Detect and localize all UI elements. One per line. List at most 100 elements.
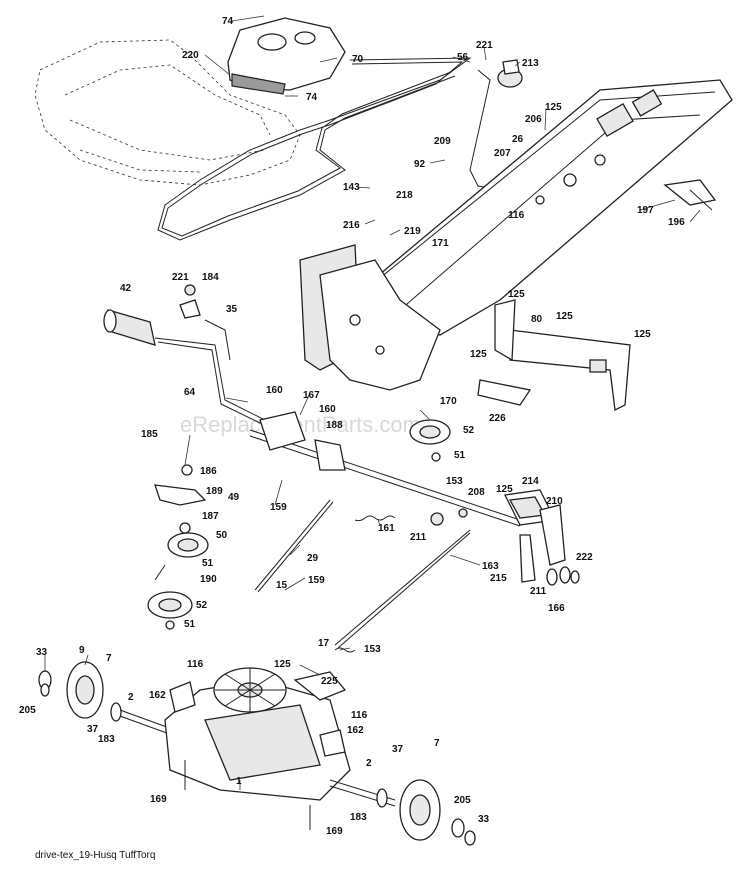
callout: 159 (270, 502, 287, 513)
callout: 52 (196, 600, 208, 611)
callout: 17 (318, 638, 330, 649)
callout: 160 (266, 385, 283, 396)
callout: 92 (414, 159, 426, 170)
callout: 42 (120, 283, 132, 294)
callout: 159 (308, 575, 325, 586)
callout: 210 (546, 496, 563, 507)
callout: 33 (478, 814, 490, 825)
callout: 37 (87, 724, 99, 735)
callout: 211 (530, 586, 547, 597)
callout: 183 (98, 734, 115, 745)
callout: 51 (454, 450, 466, 461)
callout: 215 (490, 573, 507, 584)
callout: 183 (350, 812, 367, 823)
callout: 52 (463, 425, 475, 436)
callout: 74 (222, 16, 234, 27)
callout: 37 (392, 744, 404, 755)
callout: 220 (182, 50, 199, 61)
callout: 167 (303, 390, 320, 401)
callout: 216 (343, 220, 360, 231)
callout: 162 (347, 725, 364, 736)
callout: 213 (522, 58, 539, 69)
pedal-assembly (504, 489, 580, 586)
callout: 125 (470, 349, 487, 360)
callout: 9 (79, 645, 85, 656)
callout: 51 (184, 619, 196, 630)
callout: 33 (36, 647, 48, 658)
callout: 50 (216, 530, 228, 541)
callout: 125 (556, 311, 573, 322)
control-rods (254, 499, 471, 653)
main-frame (299, 79, 733, 391)
callout: 51 (202, 558, 214, 569)
bracket-small (477, 379, 532, 406)
callout: 1 (236, 776, 242, 787)
idler-pulleys (147, 419, 451, 630)
callout: 160 (319, 404, 336, 415)
fender-cover (227, 17, 346, 95)
callout: 225 (321, 676, 338, 687)
callout: 80 (531, 314, 543, 325)
seat-outline (34, 39, 301, 186)
callout: 35 (226, 304, 238, 315)
callout: 125 (545, 102, 562, 113)
callout: 196 (668, 217, 685, 228)
callout: 153 (446, 476, 463, 487)
callout: 209 (434, 136, 451, 147)
callout: 205 (19, 705, 36, 716)
callout: 29 (307, 553, 319, 564)
callout: 187 (202, 511, 219, 522)
callout: 70 (352, 54, 364, 65)
callout: 189 (206, 486, 223, 497)
callout: 153 (364, 644, 381, 655)
callout: 125 (634, 329, 651, 340)
lift-handle (103, 284, 266, 425)
drive-belt (157, 57, 472, 241)
callout: 214 (522, 476, 539, 487)
callout: 2 (128, 692, 134, 703)
callout: 7 (106, 653, 112, 664)
callout: 49 (228, 492, 240, 503)
callout: 170 (440, 396, 457, 407)
callout: 169 (150, 794, 167, 805)
callout: 190 (200, 574, 217, 585)
callout: 143 (343, 182, 360, 193)
callout: 188 (326, 420, 343, 431)
callout: 208 (468, 487, 485, 498)
callout: 7 (434, 738, 440, 749)
transaxle (38, 661, 476, 846)
bracket-plate (494, 299, 631, 411)
callout: 26 (512, 134, 524, 145)
callout: 161 (378, 523, 395, 534)
callout: 169 (326, 826, 343, 837)
callout: 162 (149, 690, 166, 701)
callout: 222 (576, 552, 593, 563)
callout: 125 (496, 484, 513, 495)
callout: 116 (187, 659, 204, 670)
callout: 166 (548, 603, 565, 614)
callout: 211 (410, 532, 427, 543)
callout: 226 (489, 413, 506, 424)
callout: 125 (508, 289, 525, 300)
callout: 163 (482, 561, 499, 572)
callout: 116 (508, 210, 525, 221)
callout: 116 (351, 710, 368, 721)
leader-lines (44, 15, 701, 790)
callout: 171 (432, 238, 449, 249)
callout: 207 (494, 148, 511, 159)
callout: 197 (637, 205, 654, 216)
callout: 221 (172, 272, 189, 283)
callout: 56 (457, 52, 469, 63)
callout: 186 (200, 466, 217, 477)
callout: 125 (274, 659, 291, 670)
callout: 221 (476, 40, 493, 51)
diagram-caption: drive-tex_19-Husq TuffTorq (35, 850, 155, 861)
callout: 184 (202, 272, 219, 283)
callout: 185 (141, 429, 158, 440)
callout: 2 (366, 758, 372, 769)
callout: 206 (525, 114, 542, 125)
callout: 74 (306, 92, 318, 103)
cross-shaft (249, 411, 521, 527)
callout: 218 (396, 190, 413, 201)
